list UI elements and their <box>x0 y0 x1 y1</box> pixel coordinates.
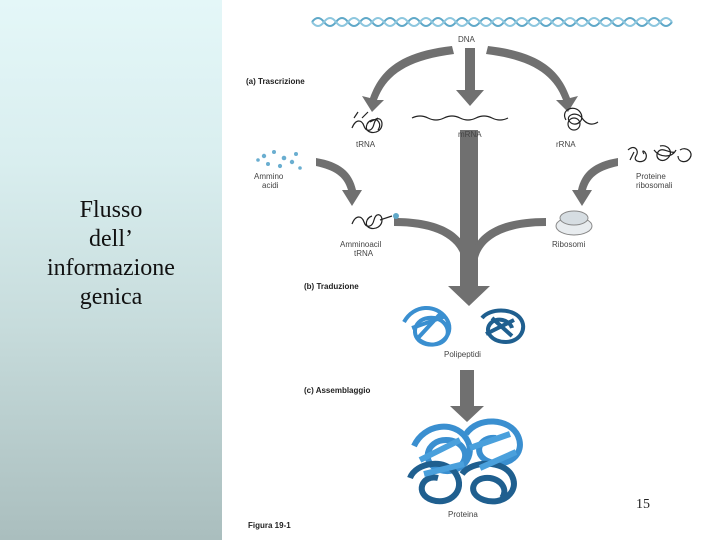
label-trna: tRNA <box>356 140 375 149</box>
arrow-proteine-ribosomali <box>572 158 618 206</box>
label-amminoacil-1: Amminoacil <box>340 240 381 249</box>
aminoacidi-dots <box>256 150 302 170</box>
figure-caption: Figura 19-1 <box>248 521 291 530</box>
mrna-strand <box>412 116 508 120</box>
gene-flow-figure: DNA (a) Trascrizione tRNA mRNA rRNA Ammi… <box>222 0 720 540</box>
label-ribosomi: Ribosomi <box>552 240 585 249</box>
arrow-mrna-polipeptidi <box>448 130 490 306</box>
proteine-ribosomali-icon <box>628 146 691 162</box>
left-panel: Flusso dell’ informazione genica <box>0 0 222 540</box>
arrow-dna-rrna <box>486 46 578 112</box>
polipeptidi-icon <box>404 308 523 345</box>
arrow-aminoacidi <box>316 158 362 206</box>
dna-helix <box>312 18 672 26</box>
section-trascrizione: (a) Trascrizione <box>246 77 305 86</box>
section-traduzione: (b) Traduzione <box>304 282 359 291</box>
ribosome-icon <box>556 211 592 235</box>
page-number: 15 <box>636 497 650 513</box>
proteina-icon <box>410 421 520 501</box>
label-amminoacidi-2: acidi <box>262 181 278 190</box>
label-amminoacil-2: tRNA <box>354 249 373 258</box>
label-proteine-ribosomali-1: Proteine <box>636 172 666 181</box>
label-proteina: Proteina <box>448 510 478 519</box>
rrna-icon <box>565 108 598 130</box>
arrow-dna-mrna <box>456 48 484 106</box>
slide-title: Flusso dell’ informazione genica <box>0 196 222 312</box>
arrow-assemblaggio <box>450 370 484 422</box>
title-line-4: genica <box>0 283 222 312</box>
label-amminoacidi-1: Ammino <box>254 172 283 181</box>
label-rrna: rRNA <box>556 140 576 149</box>
label-dna: DNA <box>458 35 475 44</box>
title-line-3: informazione <box>0 254 222 283</box>
trna-icon <box>352 112 382 133</box>
amino-acid-dot <box>393 213 399 219</box>
section-assemblaggio: (c) Assemblaggio <box>304 386 370 395</box>
title-line-2: dell’ <box>0 225 222 254</box>
label-proteine-ribosomali-2: ribosomali <box>636 181 672 190</box>
title-line-1: Flusso <box>0 196 222 225</box>
label-polipeptidi: Polipeptidi <box>444 350 481 359</box>
arrow-trna-converge <box>394 218 470 258</box>
arrow-ribo-converge <box>470 218 546 258</box>
amminoacil-trna-icon <box>352 215 392 229</box>
arrow-dna-trna <box>362 46 454 112</box>
label-mrna: mRNA <box>458 130 482 139</box>
